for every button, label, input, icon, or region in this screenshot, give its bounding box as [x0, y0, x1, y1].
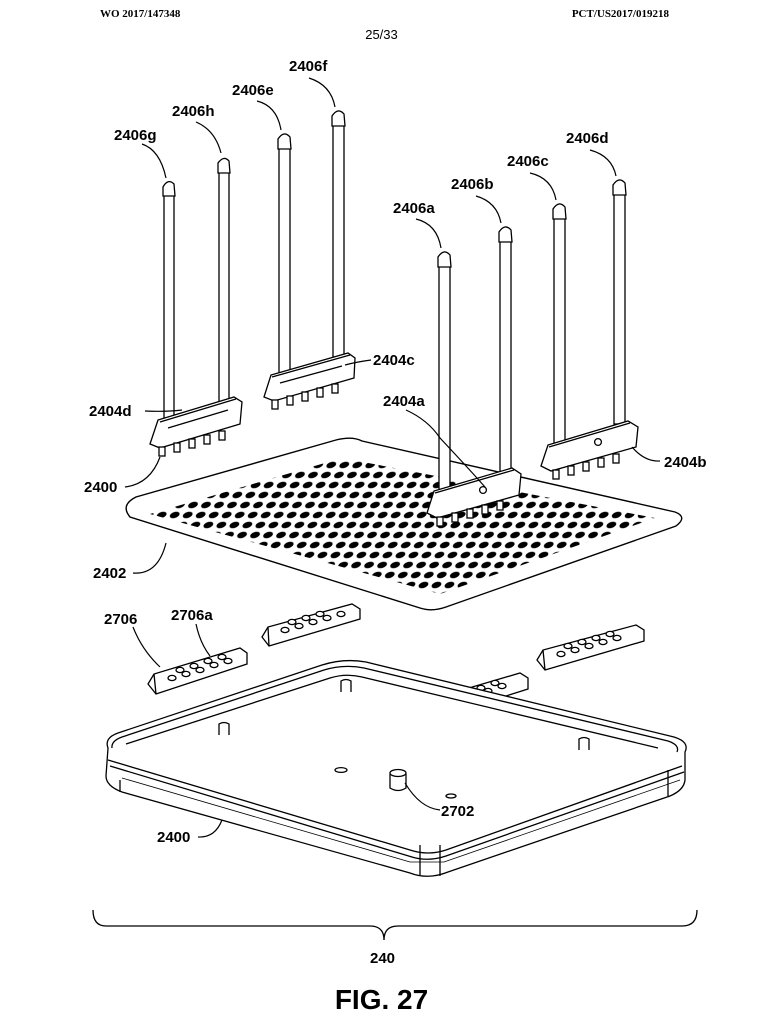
- spacer-block-left: [147, 647, 248, 695]
- antenna-2406f: [331, 110, 346, 358]
- antenna-2406e: [277, 133, 292, 377]
- label-2404a: 2404a: [383, 393, 425, 410]
- leader-2404a: [405, 409, 486, 488]
- label-2402: 2402: [93, 565, 126, 582]
- label-2400-bottom: 2400: [157, 829, 190, 846]
- label-2406g: 2406g: [114, 127, 157, 144]
- leader-2406d: [589, 149, 617, 177]
- label-2406c: 2406c: [507, 153, 549, 170]
- reference-labels: 2406g 2406h 2406e 2406f 2406a 2406b 2406…: [84, 58, 707, 967]
- leader-2406f: [308, 77, 336, 108]
- leader-2702: [404, 782, 441, 811]
- antenna-2406h: [217, 157, 231, 417]
- leader-2404c: [344, 359, 372, 366]
- leader-2406g: [141, 143, 167, 179]
- antenna-module-2404c: [263, 110, 356, 410]
- base-tray-2400: [105, 659, 687, 877]
- leader-2402: [132, 542, 167, 574]
- publication-number: WO 2017/147348: [100, 8, 181, 20]
- label-240: 240: [370, 950, 395, 967]
- label-2406d: 2406d: [566, 130, 609, 147]
- antenna-module-2404d: [149, 157, 243, 457]
- label-2406h: 2406h: [172, 103, 215, 120]
- antenna-2406d: [612, 179, 627, 425]
- label-2404d: 2404d: [89, 403, 132, 420]
- leader-2406a: [415, 218, 442, 249]
- spacer-blocks-2706: [147, 603, 645, 721]
- antenna-2406a: [437, 251, 452, 499]
- leader-2406c: [529, 172, 557, 201]
- leader-2706: [132, 626, 161, 668]
- leader-2406e: [256, 100, 282, 131]
- antenna-module-2404a: [426, 226, 522, 527]
- leader-2406h: [195, 121, 222, 154]
- assembly-brace: [92, 909, 698, 941]
- antenna-2406c: [552, 203, 567, 453]
- figure-caption: FIG. 27: [334, 984, 429, 1015]
- label-2400-top: 2400: [84, 479, 117, 496]
- label-2404b: 2404b: [664, 454, 707, 471]
- label-2406f: 2406f: [289, 58, 328, 75]
- label-2706a: 2706a: [171, 607, 213, 624]
- application-number: PCT/US2017/019218: [571, 8, 669, 20]
- antenna-2406b: [498, 226, 513, 480]
- leader-2400-top: [124, 456, 161, 488]
- spacer-block-right: [536, 624, 645, 671]
- label-2406e: 2406e: [232, 82, 274, 99]
- leader-2404b: [631, 446, 661, 462]
- page-number: 25/33: [365, 27, 398, 42]
- perforated-plate-2402: [125, 437, 683, 611]
- label-2406b: 2406b: [451, 176, 494, 193]
- antenna-module-2404b: [540, 179, 639, 480]
- leader-2400-bottom: [197, 819, 223, 838]
- label-2702: 2702: [441, 803, 474, 820]
- label-2406a: 2406a: [393, 200, 435, 217]
- antenna-2406g: [162, 180, 176, 426]
- leader-2404d: [144, 409, 183, 412]
- leader-lines: [124, 77, 661, 838]
- label-2706: 2706: [104, 611, 137, 628]
- leader-2706a: [195, 623, 211, 657]
- label-2404c: 2404c: [373, 352, 415, 369]
- leader-2406b: [475, 195, 502, 224]
- spacer-block-middle: [261, 603, 361, 647]
